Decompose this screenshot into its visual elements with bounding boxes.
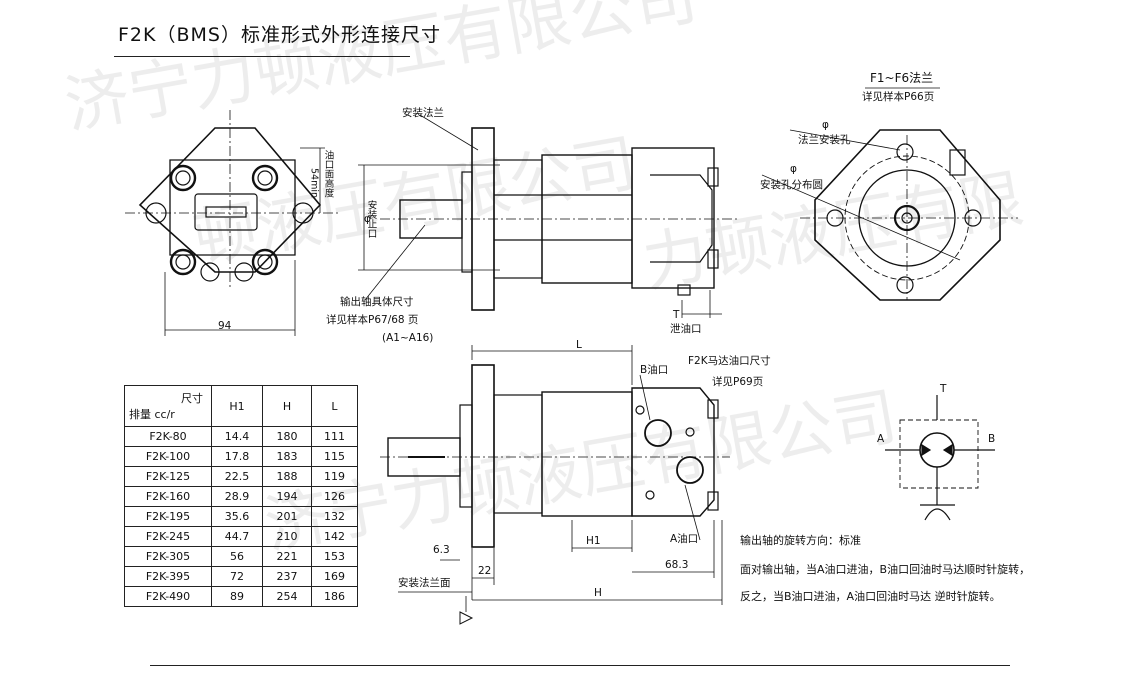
label-hyd-T: T — [940, 383, 947, 395]
label-T: T — [673, 309, 680, 321]
table-header-top: 尺寸 — [181, 392, 203, 405]
table-cell: 237 — [262, 566, 312, 587]
label-flange-ref: 详见样本P66页 — [862, 91, 935, 103]
label-mount-flange: 安装法兰 — [402, 107, 444, 119]
label-22: 22 — [478, 565, 492, 577]
label-width-94: 94 — [218, 320, 232, 332]
table-cell: 111 — [311, 426, 358, 447]
rotation-line-2: 面对输出轴，当A油口进油，B油口回油时马达顺时针旋转， — [740, 563, 1031, 576]
table-cell: 72 — [211, 566, 263, 587]
table-cell: 153 — [311, 546, 358, 567]
label-pilot: 安装止口 — [365, 200, 377, 238]
table-cell: F2K-80 — [124, 426, 212, 447]
table-cell: 28.9 — [211, 486, 263, 507]
side-view-top — [358, 114, 740, 318]
flange-view — [761, 87, 1018, 301]
table-cell: F2K-125 — [124, 466, 212, 487]
table-cell: 126 — [311, 486, 358, 507]
hydraulic-symbol — [885, 395, 995, 521]
label-mount-face: 安装法兰面 — [398, 577, 451, 589]
table-cell: 169 — [311, 566, 358, 587]
rotation-title: 输出轴的旋转方向：标准 — [740, 534, 861, 547]
label-hyd-A: A — [877, 433, 885, 445]
table-cell: 132 — [311, 506, 358, 527]
table-cell: F2K-100 — [124, 446, 212, 467]
table-cell: 186 — [311, 586, 358, 607]
front-view — [125, 110, 340, 336]
label-H: H — [594, 587, 602, 599]
label-L: L — [576, 339, 582, 351]
label-port-title: F2K马达油口尺寸 — [688, 355, 771, 367]
label-H1: H1 — [586, 535, 601, 547]
label-A-port: A油口 — [670, 533, 699, 545]
label-drain-port: 泄油口 — [670, 323, 702, 335]
table-cell: F2K-245 — [124, 526, 212, 547]
table-cell: 44.7 — [211, 526, 263, 547]
table-cell: 115 — [311, 446, 358, 467]
table-header-bottom: 排量 cc/r — [129, 408, 175, 421]
label-flange-hole: 法兰安装孔 — [798, 134, 851, 146]
table-cell: 89 — [211, 586, 263, 607]
label-oil-port-height: 油口面高度 — [322, 150, 334, 198]
table-cell: 210 — [262, 526, 312, 547]
rotation-line-3: 反之，当B油口进油，A油口回油时马达 逆时针旋转。 — [740, 590, 1001, 603]
table-corner: 尺寸 排量 cc/r — [124, 385, 212, 427]
label-flange-title: F1~F6法兰 — [870, 71, 934, 85]
label-port-ref: 详见P69页 — [712, 376, 764, 388]
label-hole-circle: 安装孔分布圆 — [760, 179, 823, 191]
label-hyd-B: B — [988, 433, 996, 445]
table-cell: 183 — [262, 446, 312, 467]
table-cell: 119 — [311, 466, 358, 487]
page-title: F2K（BMS）标准形式外形连接尺寸 — [118, 24, 441, 46]
label-phi-pilot: φ — [364, 213, 371, 225]
table-cell: 17.8 — [211, 446, 263, 467]
column-header: H — [262, 385, 312, 427]
table-cell: 180 — [262, 426, 312, 447]
table-cell: F2K-195 — [124, 506, 212, 527]
footer-rule — [150, 665, 1010, 666]
label-phi-hole: φ — [822, 119, 829, 131]
table-cell: 221 — [262, 546, 312, 567]
table-cell: 14.4 — [211, 426, 263, 447]
table-cell: 201 — [262, 506, 312, 527]
side-view-bottom — [380, 345, 730, 625]
table-header-row: 尺寸 排量 cc/r H1 H L — [124, 385, 358, 427]
table-cell: 56 — [211, 546, 263, 567]
table-cell: F2K-305 — [124, 546, 212, 567]
title-underline — [114, 56, 410, 57]
table-cell: F2K-160 — [124, 486, 212, 507]
label-shaft-detail-2: 详见样本P67/68 页 — [326, 314, 419, 326]
table-cell: 22.5 — [211, 466, 263, 487]
table-cell: 35.6 — [211, 506, 263, 527]
table-cell: F2K-395 — [124, 566, 212, 587]
label-shaft-detail-1: 输出轴具体尺寸 — [340, 296, 414, 308]
label-phi-circle: φ — [790, 163, 797, 175]
table-cell: 254 — [262, 586, 312, 607]
table-cell: F2K-490 — [124, 586, 212, 607]
label-shaft-detail-3: (A1~A16) — [382, 332, 434, 344]
table-cell: 194 — [262, 486, 312, 507]
table-cell: 188 — [262, 466, 312, 487]
column-header: L — [311, 385, 358, 427]
column-header: H1 — [211, 385, 263, 427]
label-6-3: 6.3 — [433, 544, 450, 556]
label-68-3: 68.3 — [665, 559, 689, 571]
table-cell: 142 — [311, 526, 358, 547]
label-B-port: B油口 — [640, 364, 669, 376]
label-54min: 54min — [308, 168, 320, 199]
